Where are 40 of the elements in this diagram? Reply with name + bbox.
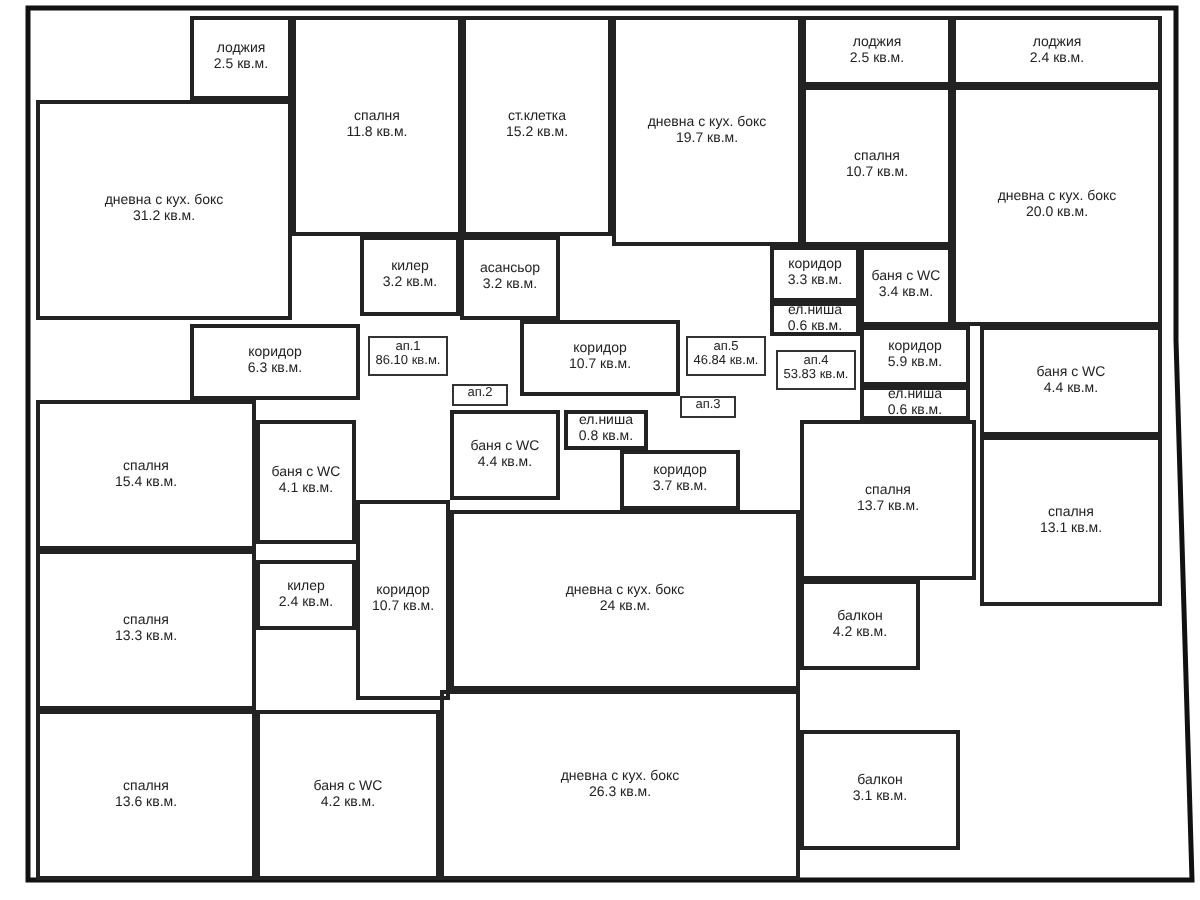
corridor: [356, 500, 450, 700]
bedroom: [36, 550, 256, 710]
bedroom: [36, 400, 256, 550]
bedroom: [292, 16, 462, 236]
storage-room: [360, 236, 460, 316]
living-room: [440, 690, 800, 880]
apartment-tag: [776, 350, 856, 390]
bathroom: [450, 410, 560, 500]
bedroom: [980, 436, 1162, 606]
storage-room: [256, 560, 356, 630]
balcony: [800, 730, 960, 850]
bathroom: [256, 420, 356, 544]
corridor: [190, 324, 360, 400]
electrical-niche: [860, 386, 970, 420]
living-room: [612, 16, 802, 246]
loggia: [802, 16, 952, 86]
living-room: [36, 100, 292, 320]
apartment-tag: [452, 384, 508, 406]
bathroom: [256, 710, 440, 880]
apartment-tag: [680, 396, 736, 418]
stairwell: [462, 16, 612, 236]
loggia: [190, 16, 292, 100]
apartment-tag: [368, 336, 448, 376]
electrical-niche: [564, 410, 648, 450]
bedroom: [802, 86, 952, 246]
bedroom: [800, 420, 976, 580]
apartment-tag: [686, 336, 766, 376]
living-room: [450, 510, 800, 690]
electrical-niche: [770, 302, 860, 336]
bedroom: [36, 710, 256, 880]
loggia: [952, 16, 1162, 86]
corridor: [620, 450, 740, 510]
corridor: [770, 246, 860, 302]
bathroom: [980, 326, 1162, 436]
living-room: [952, 86, 1162, 326]
elevator: [460, 236, 560, 320]
corridor: [860, 326, 970, 386]
bathroom: [860, 246, 952, 326]
balcony: [800, 580, 920, 670]
corridor: [520, 320, 680, 396]
